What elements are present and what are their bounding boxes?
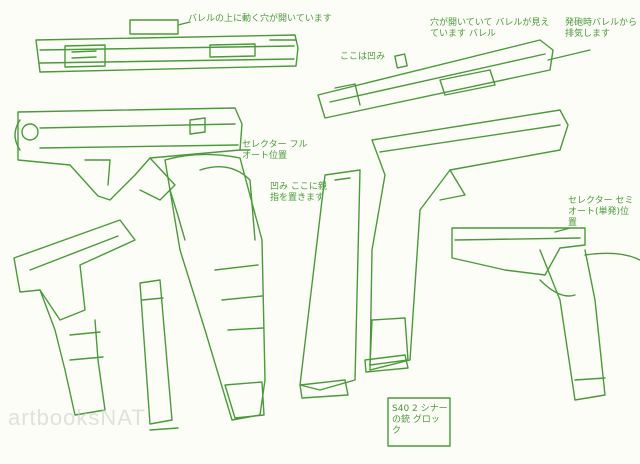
note-hole-open: 穴が開いていて バレルが見えています バレル — [430, 18, 550, 39]
pistol-held-right — [451, 227, 640, 401]
note-selector-left: セレクター フルオート位置 — [242, 140, 308, 161]
note-top-barrel: バレルの上に動く穴が開いています — [188, 14, 332, 24]
magazine-tall-center — [299, 169, 361, 399]
pistol-large-left — [14, 107, 243, 201]
caption-box — [387, 397, 451, 447]
slide-top-view — [35, 19, 299, 73]
pointer-lines — [177, 21, 591, 233]
grip-magazine-center — [164, 153, 266, 421]
note-grip-dent: 凹み ここに親指を置きます — [270, 182, 327, 203]
watermark: artbooksNAT — [8, 405, 146, 430]
magazine-loose-left — [139, 279, 179, 431]
note-compensator: 発砲時バレルから排気します — [565, 18, 638, 39]
note-selector-right: セレクター セミオート(単発)位置 — [568, 196, 634, 228]
note-caption: S40 2 シナーの銃 グロック — [392, 404, 448, 436]
pistol-small-left — [13, 219, 136, 416]
pistol-right-main — [364, 109, 569, 373]
note-center-hole: ここは凹み — [340, 52, 386, 62]
slide-upper-right — [317, 39, 554, 119]
